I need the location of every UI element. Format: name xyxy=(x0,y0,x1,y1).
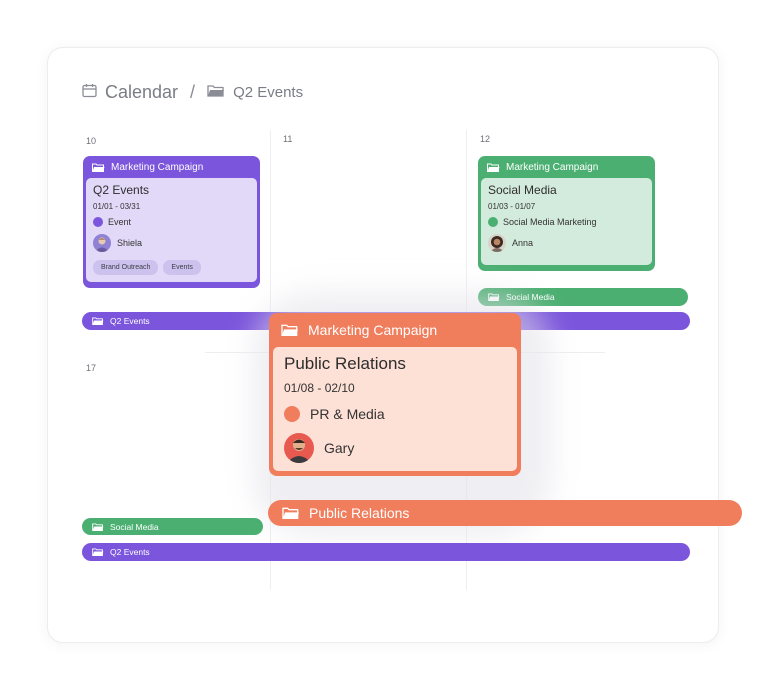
day-number: 17 xyxy=(86,363,97,373)
calendar-icon xyxy=(82,82,97,103)
breadcrumb-current-label: Q2 Events xyxy=(233,83,304,101)
avatar xyxy=(93,234,111,252)
folder-icon xyxy=(92,522,104,531)
event-card-social-media[interactable]: Marketing Campaign Social Media 01/03 - … xyxy=(478,156,655,271)
chip-list: Brand Outreach Events xyxy=(93,260,250,275)
folder-icon xyxy=(92,317,104,325)
event-card-title: Q2 Events xyxy=(93,183,150,197)
event-card-public-relations[interactable]: Marketing Campaign Public Relations 01/0… xyxy=(269,313,521,476)
event-bar-label: Q2 Events xyxy=(110,547,150,557)
event-bar-label: Q2 Events xyxy=(110,316,150,326)
breadcrumb-q2-events[interactable]: Q2 Events xyxy=(207,84,303,101)
event-card-title: Public Relations xyxy=(284,354,406,373)
folder-icon xyxy=(207,84,225,101)
event-card-tag: PR & Media xyxy=(284,406,506,422)
event-card-dates: 01/01 - 03/31 xyxy=(93,202,141,211)
avatar xyxy=(284,433,314,463)
folder-icon xyxy=(92,163,105,172)
breadcrumb: Calendar / Q2 Events xyxy=(82,80,303,104)
event-card-dates: 01/03 - 01/07 xyxy=(488,202,536,211)
event-card-assignee: Gary xyxy=(284,433,506,463)
event-card-dates: 01/08 - 02/10 xyxy=(284,381,355,395)
event-card-tag-label: PR & Media xyxy=(310,406,385,422)
event-card-tag: Event xyxy=(93,217,250,227)
event-card-q2-events[interactable]: Marketing Campaign Q2 Events 01/01 - 03/… xyxy=(83,156,260,288)
status-dot xyxy=(488,217,498,227)
event-card-title: Social Media xyxy=(488,183,557,197)
chip[interactable]: Brand Outreach xyxy=(93,260,159,275)
event-card-header: Marketing Campaign xyxy=(478,156,655,178)
event-bar-social-media[interactable]: Social Media xyxy=(82,518,263,535)
event-card-tag-label: Social Media Marketing xyxy=(503,217,597,227)
event-bar-label: Social Media xyxy=(110,521,159,532)
assignee-name: Shiela xyxy=(117,238,143,248)
chip[interactable]: Events xyxy=(163,260,201,275)
event-card-body: Social Media 01/03 - 01/07 Social Media … xyxy=(481,178,652,265)
status-dot xyxy=(93,217,103,227)
day-number: 12 xyxy=(480,134,491,144)
breadcrumb-calendar[interactable]: Calendar xyxy=(82,82,178,103)
event-card-category: Marketing Campaign xyxy=(506,161,599,173)
folder-icon xyxy=(487,163,500,172)
status-dot xyxy=(284,406,300,422)
event-card-tag-label: Event xyxy=(108,217,132,227)
folder-icon xyxy=(92,548,104,556)
event-card-category: Marketing Campaign xyxy=(308,322,438,338)
assignee-name: Gary xyxy=(324,440,355,456)
day-number: 11 xyxy=(283,134,293,144)
assignee-name: Anna xyxy=(512,238,534,248)
event-bar-label: Social Media xyxy=(506,292,555,302)
folder-icon xyxy=(281,324,299,336)
breadcrumb-separator: / xyxy=(190,81,196,102)
event-bar-label: Public Relations xyxy=(309,505,410,521)
event-card-assignee: Anna xyxy=(488,234,645,252)
event-bar-public-relations[interactable]: Public Relations xyxy=(268,500,742,526)
event-card-body: Q2 Events 01/01 - 03/31 Event Shiela Bra… xyxy=(86,178,257,282)
event-card-assignee: Shiela xyxy=(93,234,250,252)
breadcrumb-calendar-label: Calendar xyxy=(105,81,179,102)
day-number: 10 xyxy=(86,136,97,146)
event-card-tag: Social Media Marketing xyxy=(488,217,645,227)
avatar xyxy=(488,234,506,252)
event-card-category: Marketing Campaign xyxy=(111,161,204,173)
event-card-header: Marketing Campaign xyxy=(269,313,521,347)
event-bar-q2-events[interactable]: Q2 Events xyxy=(82,543,690,561)
event-card-header: Marketing Campaign xyxy=(83,156,260,178)
folder-icon xyxy=(282,507,300,519)
event-card-body: Public Relations 01/08 - 02/10 PR & Medi… xyxy=(273,347,517,471)
